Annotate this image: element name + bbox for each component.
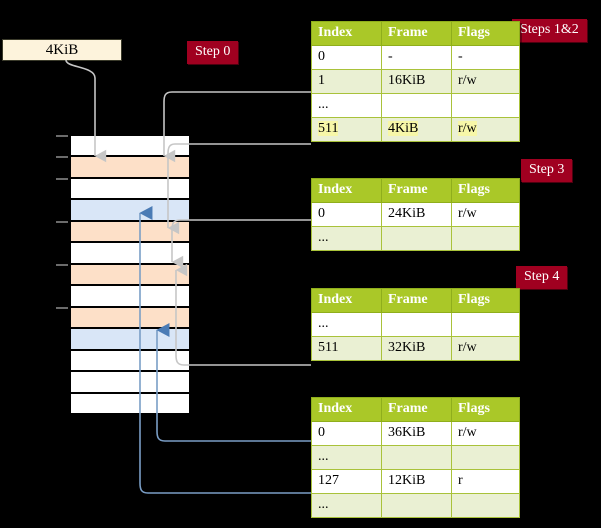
table-cell-flags: r/w bbox=[451, 69, 520, 94]
memory-frame-row bbox=[70, 242, 190, 264]
memory-frame-row bbox=[70, 306, 190, 329]
column-header-frame: Frame bbox=[381, 21, 452, 46]
table-row: ... bbox=[311, 445, 520, 470]
column-header-flags: Flags bbox=[451, 21, 520, 46]
table-cell-flags: r/w bbox=[451, 202, 520, 227]
memory-row-tick bbox=[56, 177, 68, 180]
badge-step-4: Step 4 bbox=[516, 266, 568, 289]
table-cell-frame bbox=[381, 312, 452, 337]
table-cell-flags: r/w bbox=[451, 117, 520, 142]
table-cell-flags: - bbox=[451, 45, 520, 70]
table-cell-frame: 24KiB bbox=[381, 202, 452, 227]
table-cell-index: 511 bbox=[311, 336, 382, 361]
memory-row-tick bbox=[56, 135, 68, 137]
wire-t2-row0 bbox=[171, 219, 311, 269]
table-cell-frame bbox=[381, 226, 452, 251]
wire-t3-row511 bbox=[175, 263, 311, 366]
table-cell-frame: 32KiB bbox=[381, 336, 452, 361]
memory-frame-row bbox=[70, 392, 190, 414]
table-cell-flags bbox=[451, 93, 520, 118]
table-cell-frame: 16KiB bbox=[381, 69, 452, 94]
badge-steps-1-2: Steps 1&2 bbox=[512, 19, 587, 42]
column-header-flags: Flags bbox=[451, 288, 520, 313]
table-cell-index: 1 bbox=[311, 69, 382, 94]
column-header-frame: Frame bbox=[381, 288, 452, 313]
table-row: 0-- bbox=[311, 45, 520, 70]
column-header-flags: Flags bbox=[451, 178, 520, 203]
table-cell-index: 127 bbox=[311, 469, 382, 494]
table-cell-index: ... bbox=[311, 226, 382, 251]
physical-memory-column bbox=[56, 135, 190, 414]
memory-frame-row bbox=[70, 371, 190, 393]
memory-frame-row bbox=[70, 328, 190, 350]
table-cell-flags: r/w bbox=[451, 336, 520, 361]
table-cell-frame: - bbox=[381, 45, 452, 70]
table-cell-index: ... bbox=[311, 93, 382, 118]
table-cell-flags bbox=[451, 226, 520, 251]
table-cell-flags: r/w bbox=[451, 421, 520, 446]
memory-frame-row bbox=[70, 263, 190, 286]
table-cell-frame: 4KiB bbox=[381, 117, 452, 142]
memory-frame-row bbox=[70, 199, 190, 221]
table-cell-flags bbox=[451, 493, 520, 518]
memory-row-tick bbox=[56, 306, 68, 309]
column-header-flags: Flags bbox=[451, 397, 520, 422]
table-row: ... bbox=[311, 93, 520, 118]
table-cell-index: 511 bbox=[311, 117, 382, 142]
virtual-page-box: 4KiB bbox=[2, 39, 122, 61]
table-cell-frame bbox=[381, 445, 452, 470]
table-cell-index: 0 bbox=[311, 202, 382, 227]
table-cell-frame bbox=[381, 93, 452, 118]
memory-frame-row bbox=[70, 349, 190, 372]
memory-row-tick bbox=[56, 263, 68, 266]
memory-frame-row bbox=[70, 177, 190, 200]
table-row: ... bbox=[311, 226, 520, 251]
memory-row-tick bbox=[56, 156, 68, 159]
table-row: ... bbox=[311, 493, 520, 518]
memory-row-tick bbox=[56, 220, 68, 223]
table-cell-index: ... bbox=[311, 493, 382, 518]
badge-step-3: Step 3 bbox=[521, 159, 573, 182]
table-cell-flags bbox=[451, 445, 520, 470]
table-cell-flags: r bbox=[451, 469, 520, 494]
memory-frame-row bbox=[70, 220, 190, 243]
column-header-index: Index bbox=[311, 21, 382, 46]
column-header-frame: Frame bbox=[381, 178, 452, 203]
table-cell-frame bbox=[381, 493, 452, 518]
column-header-index: Index bbox=[311, 288, 382, 313]
table-cell-index: ... bbox=[311, 312, 382, 337]
table-cell-index: 0 bbox=[311, 421, 382, 446]
table-cell-frame: 12KiB bbox=[381, 469, 452, 494]
table-cell-frame: 36KiB bbox=[381, 421, 452, 446]
virtual-page-label: 4KiB bbox=[45, 41, 79, 58]
table-row: ... bbox=[311, 312, 520, 337]
column-header-frame: Frame bbox=[381, 397, 452, 422]
table-cell-flags bbox=[451, 312, 520, 337]
column-header-index: Index bbox=[311, 397, 382, 422]
badge-step-0: Step 0 bbox=[187, 41, 239, 64]
memory-frame-row bbox=[70, 285, 190, 307]
table-cell-index: ... bbox=[311, 445, 382, 470]
table-cell-index: 0 bbox=[311, 45, 382, 70]
column-header-index: Index bbox=[311, 178, 382, 203]
memory-frame-row bbox=[70, 135, 190, 157]
memory-frame-row bbox=[70, 156, 190, 178]
